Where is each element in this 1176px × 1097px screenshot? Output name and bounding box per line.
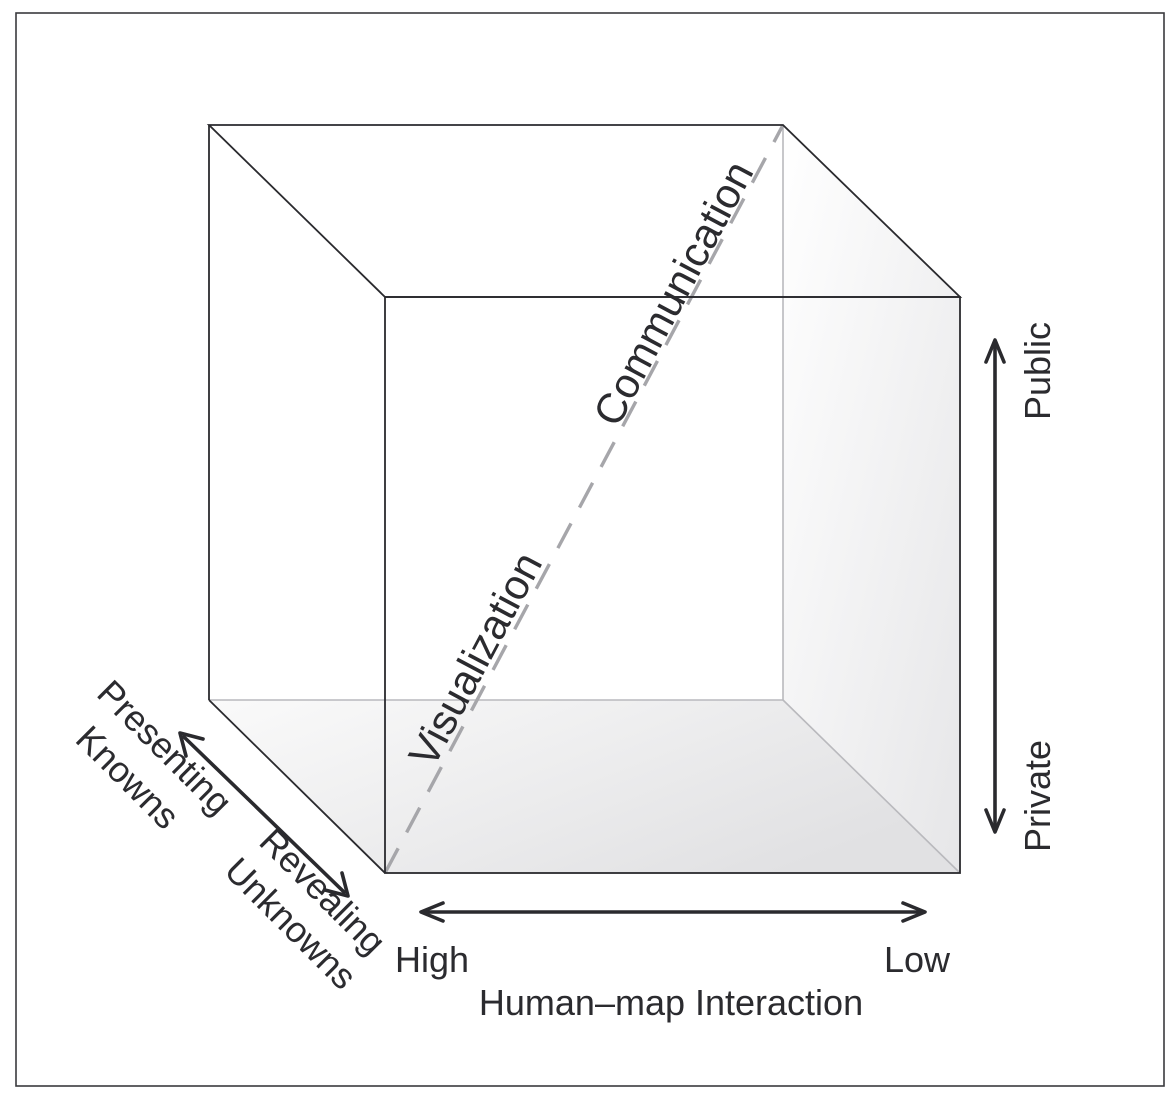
x-axis-title: Human–map Interaction <box>479 982 863 1023</box>
high-label: High <box>395 939 469 980</box>
private-label: Private <box>1017 740 1058 852</box>
cube-visible-edges <box>206 124 963 874</box>
cube-bottom-face <box>209 700 960 873</box>
cube-hidden-edges <box>209 125 961 874</box>
figure-frame <box>15 12 1165 1087</box>
visualization-communication-diagonal <box>383 124 785 874</box>
public-label: Public <box>1017 322 1058 420</box>
cube-right-face <box>783 125 960 873</box>
public-private-arrow <box>984 338 1006 834</box>
low-label: Low <box>884 939 951 980</box>
knowns-unknowns-arrow <box>178 731 350 898</box>
human-map-interaction-arrow <box>419 901 927 923</box>
